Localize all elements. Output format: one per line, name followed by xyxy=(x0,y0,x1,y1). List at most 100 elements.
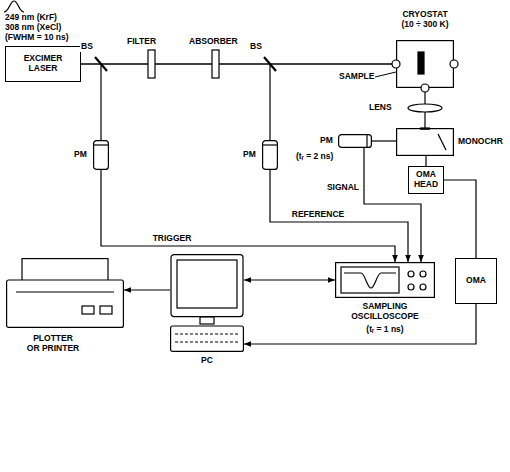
scope-knob xyxy=(420,284,426,290)
cryostat-body xyxy=(397,41,454,88)
plotter-printer-art xyxy=(6,258,124,328)
pm-tube xyxy=(339,135,372,148)
outline-group xyxy=(263,141,278,170)
scope-knob xyxy=(408,284,414,290)
part-label: ABSORBER xyxy=(188,37,239,47)
outline-group xyxy=(397,129,454,156)
signal-connector xyxy=(244,279,335,280)
scope-knob xyxy=(408,271,414,277)
pm-window xyxy=(94,144,109,145)
signal-connector xyxy=(101,170,395,262)
beam-splitter xyxy=(264,57,276,71)
pc-keyboard xyxy=(171,326,244,351)
outline-group xyxy=(336,263,435,298)
laser-box: EXCIMER LASER xyxy=(5,46,81,82)
plotter-printer: PLOTTER OR PRINTER xyxy=(6,258,124,328)
filter-plate xyxy=(148,50,155,78)
slit-symbol xyxy=(420,127,430,129)
cryostat-window xyxy=(450,60,458,68)
signal-connector xyxy=(372,140,396,141)
outline-group xyxy=(7,259,124,328)
photomultiplier: PM xyxy=(262,140,278,170)
laser-beam xyxy=(81,63,396,65)
sampling-oscilloscope: SAMPLING OSCILLOSCOPE(tᵣ = 1 ns) xyxy=(335,262,435,298)
plotter-body xyxy=(7,280,124,327)
part-label: SAMPLE xyxy=(338,72,375,82)
split-beam xyxy=(100,64,101,140)
pc-computer: PC xyxy=(170,254,244,352)
outline-group xyxy=(94,141,109,170)
part-label: BS xyxy=(249,42,263,52)
part-label: FILTER xyxy=(126,37,157,47)
node-label: PLOTTER OR PRINTER xyxy=(26,334,80,354)
plotter-button xyxy=(82,306,94,314)
node-label: PM xyxy=(74,150,87,160)
signal-connector xyxy=(124,289,170,290)
photomultiplier-art xyxy=(93,140,109,170)
pc-stand xyxy=(200,317,214,324)
node-label: PM xyxy=(320,136,333,146)
photomultiplier: PM xyxy=(93,140,109,170)
signal-connector xyxy=(444,180,476,258)
sampling-oscilloscope-art xyxy=(335,262,435,298)
photomultiplier-art xyxy=(338,134,372,148)
cryostat-window xyxy=(421,84,429,92)
part-label: BS xyxy=(80,42,94,52)
part-label: 308 nm (XeCl) xyxy=(4,23,62,33)
photomultiplier: PM(tᵣ = 2 ns) xyxy=(338,134,372,148)
scope-body xyxy=(336,263,435,298)
monochromator: MONOCHR xyxy=(396,128,454,156)
wire-label: SIGNAL xyxy=(326,183,360,193)
scope-knob xyxy=(420,271,426,277)
plotter-slot xyxy=(16,291,114,292)
outline-group xyxy=(171,255,244,352)
part-label: LENS xyxy=(368,103,393,113)
beam-splitter xyxy=(95,57,107,71)
plotter-paper xyxy=(22,259,108,283)
wire-label: TRIGGER xyxy=(152,234,193,244)
plotter-button xyxy=(100,306,112,314)
grating-symbol xyxy=(438,134,446,150)
pm-window xyxy=(366,135,367,148)
node-label: SAMPLING OSCILLOSCOPE xyxy=(335,302,435,322)
node-label: MONOCHR xyxy=(458,137,503,147)
node-label: PC xyxy=(170,356,244,366)
sample-holder xyxy=(418,52,424,74)
scope-waveform xyxy=(344,273,396,288)
signal-connector xyxy=(244,304,476,344)
pm-tube xyxy=(94,141,109,170)
node-label: PM xyxy=(243,150,256,160)
signal-connector xyxy=(270,170,408,262)
node-label: (tᵣ = 1 ns) xyxy=(335,325,435,335)
pc-computer-art xyxy=(170,254,244,352)
keyboard-keys xyxy=(175,333,239,334)
lens-symbol xyxy=(408,104,442,112)
wire-label: REFERENCE xyxy=(291,210,345,220)
pm-tube xyxy=(263,141,278,170)
outline-group xyxy=(339,135,372,148)
box-label: OMA xyxy=(466,276,486,286)
oma-box: OMA xyxy=(455,258,497,304)
laser-pulse-shape xyxy=(4,1,24,12)
pc-monitor xyxy=(171,255,243,317)
connector-group xyxy=(81,64,476,344)
pc-screen xyxy=(177,260,237,308)
box-label: EXCIMER LASER xyxy=(9,54,77,74)
photomultiplier-art xyxy=(262,140,278,170)
pm-window xyxy=(263,144,278,145)
monochromator-body xyxy=(397,129,454,156)
cryostat-art xyxy=(396,40,454,88)
cryostat-window xyxy=(392,60,400,68)
signal-connector xyxy=(425,156,426,166)
box-label: OMA HEAD xyxy=(412,170,440,190)
monochromator-art xyxy=(396,128,454,156)
keyboard-keys xyxy=(175,341,239,342)
outline-group xyxy=(392,41,458,92)
part-label: (FWHM = 10 ns) xyxy=(4,33,70,43)
cryostat: CRYOSTAT (10 ÷ 300 K) xyxy=(396,40,454,88)
node-label: (tᵣ = 2 ns) xyxy=(296,152,333,162)
scope-screen xyxy=(341,267,399,293)
split-beam xyxy=(269,64,270,140)
part-label: 249 nm (KrF) xyxy=(4,13,58,23)
